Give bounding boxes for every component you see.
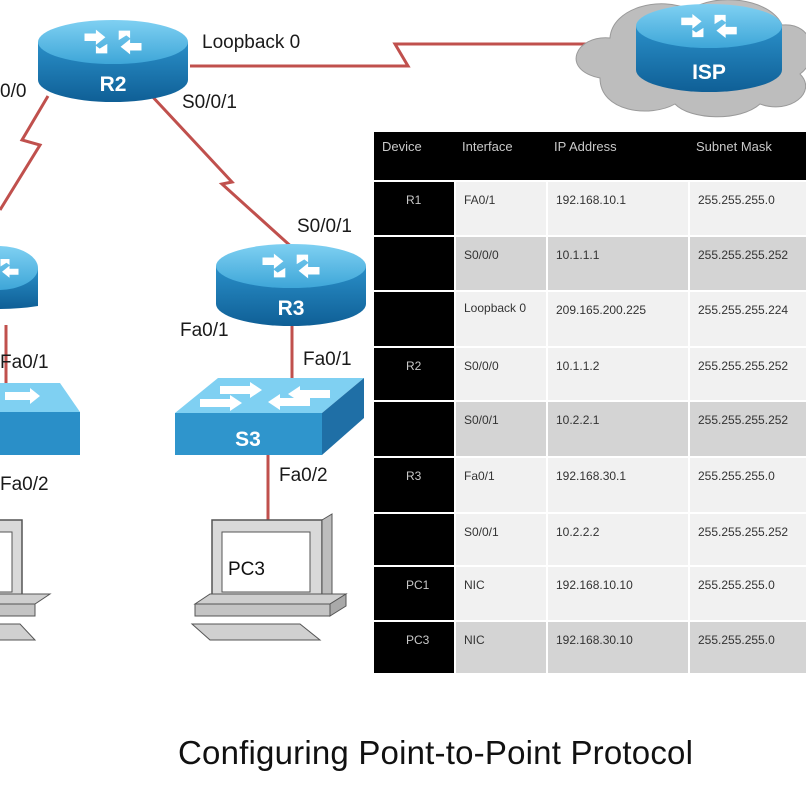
r3-s001-label: S0/0/1: [297, 216, 352, 237]
cell-interface: NIC: [454, 622, 546, 673]
cell-device: [374, 402, 454, 456]
cell-ip: 10.1.1.1: [546, 237, 688, 290]
cell-ip: 192.168.10.1: [546, 182, 688, 235]
r2-s000-label: 0/0: [0, 81, 26, 102]
isp-router: ISP: [636, 4, 782, 92]
s3-fa02-label: Fa0/2: [279, 465, 328, 486]
cell-ip: 10.1.1.2: [546, 348, 688, 400]
cell-ip: 10.2.2.2: [546, 514, 688, 565]
table-row: R2 S0/0/0 10.1.1.2 255.255.255.252: [374, 346, 806, 400]
r3-label: R3: [278, 297, 305, 320]
s1-fa01-label: Fa0/1: [0, 352, 49, 373]
table-row: S0/0/1 10.2.2.2 255.255.255.252: [374, 512, 806, 565]
cell-interface: NIC: [454, 567, 546, 620]
cell-mask: 255.255.255.0: [688, 622, 806, 673]
cell-device: R2: [374, 348, 454, 400]
serial-link-r2-isp: [190, 42, 640, 68]
switch-s1-partial: [0, 383, 80, 455]
cell-interface: Loopback 0: [454, 292, 546, 346]
cell-interface: FA0/1: [454, 182, 546, 235]
table-row: PC1 NIC 192.168.10.10 255.255.255.0: [374, 565, 806, 620]
header-ip-address: IP Address: [554, 139, 617, 154]
cell-interface: S0/0/0: [454, 348, 546, 400]
router-r2: R2: [38, 20, 188, 102]
cell-device: PC1: [374, 567, 454, 620]
r2-loopback-label: Loopback 0: [202, 32, 300, 53]
cell-device: [374, 292, 454, 346]
router-r3: R3: [216, 244, 366, 326]
switch-s3: S3: [175, 378, 364, 455]
header-subnet-mask: Subnet Mask: [696, 139, 772, 154]
pc3-label: PC3: [228, 559, 265, 580]
pc1-partial: [0, 519, 52, 641]
cell-mask: 255.255.255.0: [688, 182, 806, 235]
s1-fa02-label: Fa0/2: [0, 474, 49, 495]
r3-fa01-label: Fa0/1: [180, 320, 229, 341]
cell-device: [374, 237, 454, 290]
s3-fa01-label: Fa0/1: [303, 349, 352, 370]
serial-link-r2-r3: [148, 92, 297, 252]
cell-interface: Fa0/1: [454, 458, 546, 512]
cell-ip: 10.2.2.1: [546, 402, 688, 456]
cell-interface: S0/0/0: [454, 237, 546, 290]
r2-label: R2: [100, 73, 127, 96]
cell-ip: 192.168.10.10: [546, 567, 688, 620]
header-interface: Interface: [462, 139, 513, 154]
s3-label: S3: [235, 428, 261, 451]
addressing-table: Device Interface IP Address Subnet Mask …: [374, 132, 806, 673]
cell-mask: 255.255.255.252: [688, 514, 806, 565]
isp-label: ISP: [692, 61, 726, 84]
table-row: R3 Fa0/1 192.168.30.1 255.255.255.0: [374, 456, 806, 512]
diagram-caption: Configuring Point-to-Point Protocol: [178, 734, 694, 771]
serial-link-r2-r1: [0, 95, 50, 211]
cell-ip: 209.165.200.225: [546, 292, 688, 346]
table-row: R1 FA0/1 192.168.10.1 255.255.255.0: [374, 180, 806, 235]
table-row: PC3 NIC 192.168.30.10 255.255.255.0: [374, 620, 806, 673]
table-row: S0/0/1 10.2.2.1 255.255.255.252: [374, 400, 806, 456]
cell-mask: 255.255.255.0: [688, 458, 806, 512]
cell-interface: S0/0/1: [454, 514, 546, 565]
cell-device: [374, 514, 454, 565]
cell-device: PC3: [374, 622, 454, 673]
header-device: Device: [382, 139, 422, 154]
table-header: Device Interface IP Address Subnet Mask: [374, 132, 806, 180]
r2-s001-label: S0/0/1: [182, 92, 237, 113]
cell-device: R1: [374, 182, 454, 235]
cell-mask: 255.255.255.252: [688, 402, 806, 456]
cell-mask: 255.255.255.252: [688, 348, 806, 400]
cell-ip: 192.168.30.10: [546, 622, 688, 673]
cell-mask: 255.255.255.252: [688, 237, 806, 290]
pc3: PC3: [190, 513, 348, 641]
cell-ip: 192.168.30.1: [546, 458, 688, 512]
router-r1-partial: [0, 246, 38, 309]
cell-mask: 255.255.255.0: [688, 567, 806, 620]
cell-device: R3: [374, 458, 454, 512]
cell-interface: S0/0/1: [454, 402, 546, 456]
table-row: S0/0/0 10.1.1.1 255.255.255.252: [374, 235, 806, 290]
cell-mask: 255.255.255.224: [688, 292, 806, 346]
table-row: Loopback 0 209.165.200.225 255.255.255.2…: [374, 290, 806, 346]
